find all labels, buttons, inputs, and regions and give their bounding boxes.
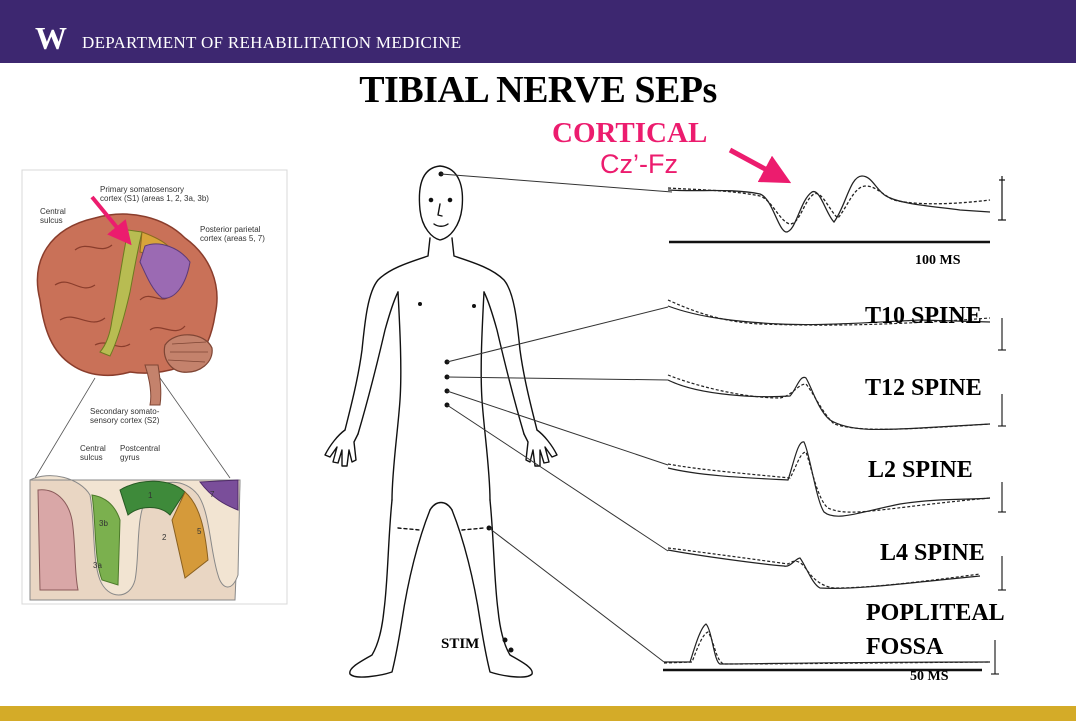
scale-50ms-label: 50 MS [910, 669, 949, 685]
connector-lines [441, 174, 672, 662]
body-outline [325, 166, 557, 677]
area-label-3a: 3a [93, 561, 102, 570]
brain-label-postcentral-2: gyrus [120, 453, 140, 462]
cortical-montage: Cz’-Fz [600, 149, 678, 180]
electrode-dots [418, 172, 514, 653]
brain-label-s1-line2: cortex (S1) (areas 1, 2, 3a, 3b) [100, 194, 209, 203]
label-t12-spine: T12 SPINE [865, 375, 982, 402]
area-label-2: 2 [162, 533, 167, 542]
brain-label-cs-lower-2: sulcus [80, 453, 103, 462]
waveform-cortical [668, 176, 990, 232]
area-label-5: 5 [197, 527, 202, 536]
brain-label-central-sulcus-1: Central [40, 207, 66, 216]
area-label-1: 1 [148, 491, 153, 500]
brain-label-s1-line1: Primary somatosensory [100, 185, 184, 194]
area-label-3b: 3b [99, 519, 108, 528]
brain-label-ppc-line2: cortex (areas 5, 7) [200, 234, 265, 243]
label-popliteal: POPLITEAL [866, 600, 1005, 627]
footer-bar [0, 706, 1076, 721]
area-label-7: 7 [210, 490, 215, 499]
brain-figure: Primary somatosensory cortex (S1) (areas… [22, 170, 287, 604]
brain-label-s2-line2: sensory cortex (S2) [90, 416, 160, 425]
cortical-label: CORTICAL [552, 117, 707, 150]
scale-100ms-label: 100 MS [915, 253, 961, 269]
brain-label-central-sulcus-2: sulcus [40, 216, 63, 225]
amp-scale-cortical-icon [998, 176, 1006, 220]
label-fossa: FOSSA [866, 634, 943, 661]
brain-label-cs-lower-1: Central [80, 444, 106, 453]
stim-label: STIM [441, 636, 479, 653]
label-t10-spine: T10 SPINE [865, 303, 982, 330]
brain-label-ppc-line1: Posterior parietal [200, 225, 261, 234]
brain-label-postcentral-1: Postcentral [120, 444, 160, 453]
brain-label-s2-line1: Secondary somato- [90, 407, 160, 416]
cortical-arrow-icon [730, 150, 778, 176]
label-l2-spine: L2 SPINE [868, 457, 973, 484]
label-l4-spine: L4 SPINE [880, 540, 985, 567]
